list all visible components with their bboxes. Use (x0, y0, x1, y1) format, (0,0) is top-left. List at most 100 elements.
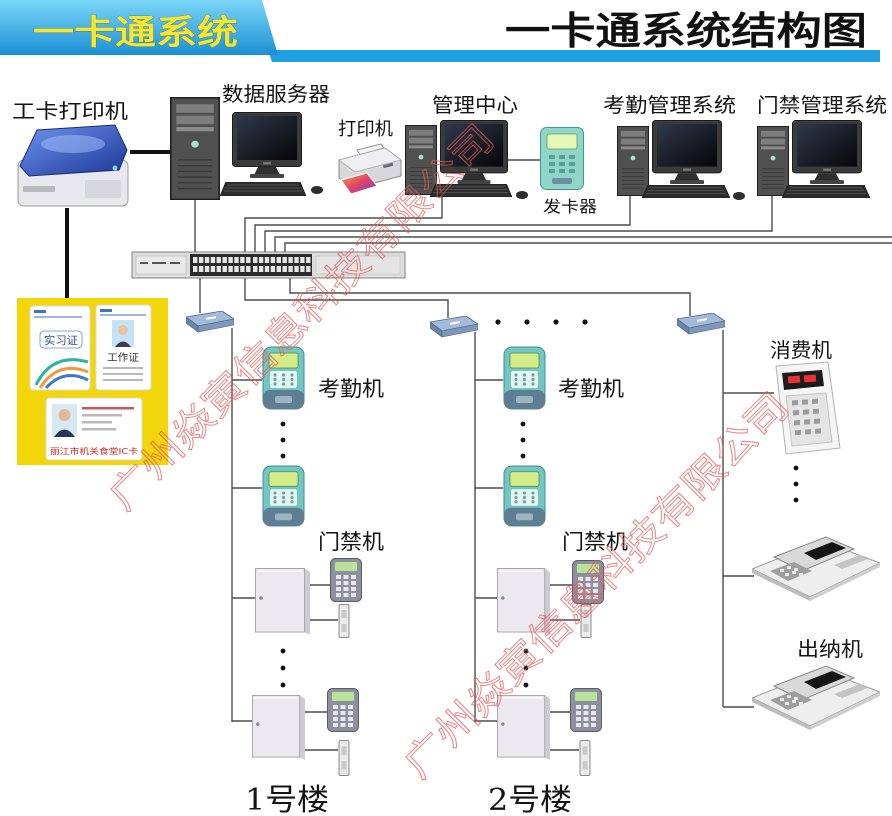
electric-lock-icon (338, 604, 350, 638)
cashier-machine-label: 出纳机 (797, 637, 863, 661)
header-tab-title: 一卡通系统 (33, 13, 238, 53)
cashier-terminal-icon (752, 665, 880, 730)
attendance-system-keyboard-icon (642, 185, 730, 198)
access-system-tower-icon (757, 126, 789, 196)
attendance-machine-label: 考勤机 (558, 377, 624, 401)
network-lines (65, 150, 892, 751)
ic-card: 丽江市机关食堂IC卡 (45, 397, 143, 461)
dot (793, 497, 799, 503)
dot (523, 682, 529, 688)
dot (280, 437, 286, 443)
network-line-extension-2 (284, 242, 892, 252)
switch-port (246, 257, 251, 263)
switch-port (234, 257, 239, 263)
switch-port (258, 266, 264, 272)
dot (280, 648, 286, 654)
ic-card-title: 丽江市机关食堂IC卡 (50, 446, 138, 456)
printer-label: 打印机 (338, 119, 393, 140)
attendance-system-label: 考勤管理系统 (603, 93, 736, 117)
dot (520, 437, 526, 443)
switch-port (253, 257, 258, 263)
access-controller-box-icon (255, 568, 310, 635)
switch-port (204, 257, 210, 263)
switch-port (276, 257, 281, 263)
dot (793, 465, 799, 471)
attendance-machine-icon (503, 346, 546, 410)
work-card: 工作证 (95, 304, 152, 391)
building-1-label: 1号楼 (245, 783, 329, 816)
switch-port (300, 266, 305, 272)
attendance-system-mouse-icon (733, 192, 745, 200)
dot (582, 319, 588, 325)
switch-port (198, 266, 204, 272)
electric-lock-icon (579, 740, 591, 776)
dot (280, 453, 286, 459)
switch-port (282, 266, 287, 272)
electric-lock-icon (338, 740, 350, 776)
network-line-access-system (264, 196, 773, 252)
attendance-machine-icon (262, 465, 305, 527)
dot (280, 421, 286, 427)
dot (523, 665, 529, 671)
attendance-system-monitor-icon (652, 120, 722, 184)
management-center-label: 管理中心 (432, 93, 518, 117)
switch-port (306, 257, 311, 263)
switch-port (216, 266, 221, 272)
network-line-management (244, 195, 443, 252)
printer-icon (338, 143, 402, 195)
network-line-converter-3 (289, 278, 691, 316)
building-2-label: 2号楼 (488, 783, 572, 816)
switch-port (228, 266, 233, 272)
card-issuer-label: 发卡器 (543, 197, 597, 216)
converter-icon-building-2 (430, 316, 478, 338)
keypad-reader-icon (327, 688, 359, 732)
switch-port (198, 257, 204, 263)
pos-terminal-icon (752, 536, 880, 601)
switch-ports (193, 257, 311, 272)
card-printer-icon (17, 124, 129, 207)
switch-port (258, 257, 264, 263)
switch-port (270, 257, 276, 263)
data-server-label: 数据服务器 (222, 82, 330, 106)
keypad-reader-icon (330, 558, 362, 602)
dot (520, 421, 526, 427)
network-line-converter-2 (244, 278, 449, 318)
card-issuer-icon (540, 127, 584, 190)
switch-port (216, 257, 221, 263)
switch-port (253, 266, 258, 272)
more-branches-dots (495, 319, 588, 325)
switch-port (204, 266, 210, 272)
switch-port (300, 257, 305, 263)
dot (523, 648, 529, 654)
switch-port (240, 266, 245, 272)
switch-port (222, 266, 227, 272)
network-line-attendance-system (254, 196, 631, 252)
switch-port (294, 266, 299, 272)
switch-port (210, 257, 216, 263)
consumption-group: 消费机 出纳机 (752, 338, 880, 730)
server-tower-icon (170, 97, 220, 200)
dot (280, 665, 286, 671)
network-line-extension-1 (274, 236, 892, 252)
management-mouse-icon (516, 191, 528, 199)
converter-icon-building-1 (186, 311, 234, 333)
switch-port (288, 266, 293, 272)
dot (495, 319, 501, 325)
access-controller-box-icon (252, 695, 305, 760)
switch-port (222, 257, 227, 263)
network-switch-icon (131, 251, 406, 279)
attendance-machine-icon (503, 465, 546, 527)
dot (280, 682, 286, 688)
dot (553, 319, 559, 325)
switch-port (282, 257, 287, 263)
work-card-title: 工作证 (107, 352, 139, 364)
id-cards-photo: 实习证 工作证 丽江市机关食堂IC卡 (17, 298, 168, 465)
server-keyboard-icon (220, 182, 306, 196)
consumption-machine-icon (775, 361, 841, 455)
switch-port (234, 266, 239, 272)
switch-port (264, 266, 270, 272)
page-title: 一卡通系统结构图 (505, 9, 867, 53)
dot (793, 481, 799, 487)
watermark: 广州焱寅信息科技有限公司 广州焱寅信息科技有限公司 (100, 116, 798, 787)
